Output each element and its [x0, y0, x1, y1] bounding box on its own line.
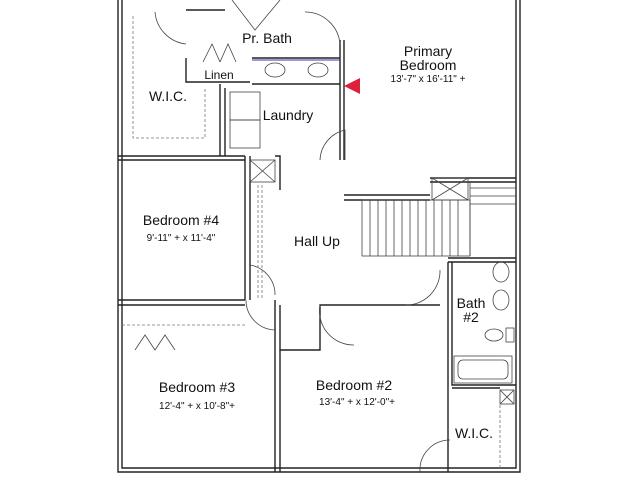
entry-marker-icon: [344, 78, 360, 94]
bathtub-icon: [453, 355, 513, 384]
fixtures: [229, 59, 515, 405]
sink-icon: [264, 62, 286, 78]
label-primary-bedroom-2: Bedroom: [400, 57, 457, 73]
label-bedroom3: Bedroom #3: [159, 379, 235, 395]
dims-primary-bedroom: 13'-7" x 16'-11" +: [391, 74, 466, 85]
sink-icon: [307, 62, 329, 78]
label-wic-bed2: W.I.C.: [455, 425, 493, 441]
closet-shelves: [122, 16, 501, 468]
dims-bedroom2: 13'-4" + x 12'-0"+: [319, 397, 395, 408]
label-bedroom4: Bedroom #4: [143, 212, 219, 228]
door-swings: [134, 0, 451, 473]
staircase: [361, 182, 516, 257]
label-wic-primary: W.I.C.: [149, 88, 187, 104]
label-hall: Hall Up: [294, 233, 340, 249]
dryer-icon: [229, 119, 261, 149]
label-bath2-2: #2: [463, 309, 479, 325]
label-bedroom2: Bedroom #2: [316, 377, 392, 393]
label-linen: Linen: [204, 68, 233, 82]
label-primary-bath: Pr. Bath: [242, 30, 292, 46]
dims-bedroom4: 9'-11" + x 11'-4": [147, 233, 216, 244]
label-primary-bedroom-1: Primary: [404, 43, 452, 59]
washer-icon: [229, 91, 261, 121]
label-laundry: Laundry: [263, 107, 314, 123]
label-bath2-1: Bath: [457, 295, 486, 311]
dims-bedroom3: 12'-4" + x 10'-8"+: [159, 401, 235, 412]
exterior-walls: [117, 0, 521, 473]
